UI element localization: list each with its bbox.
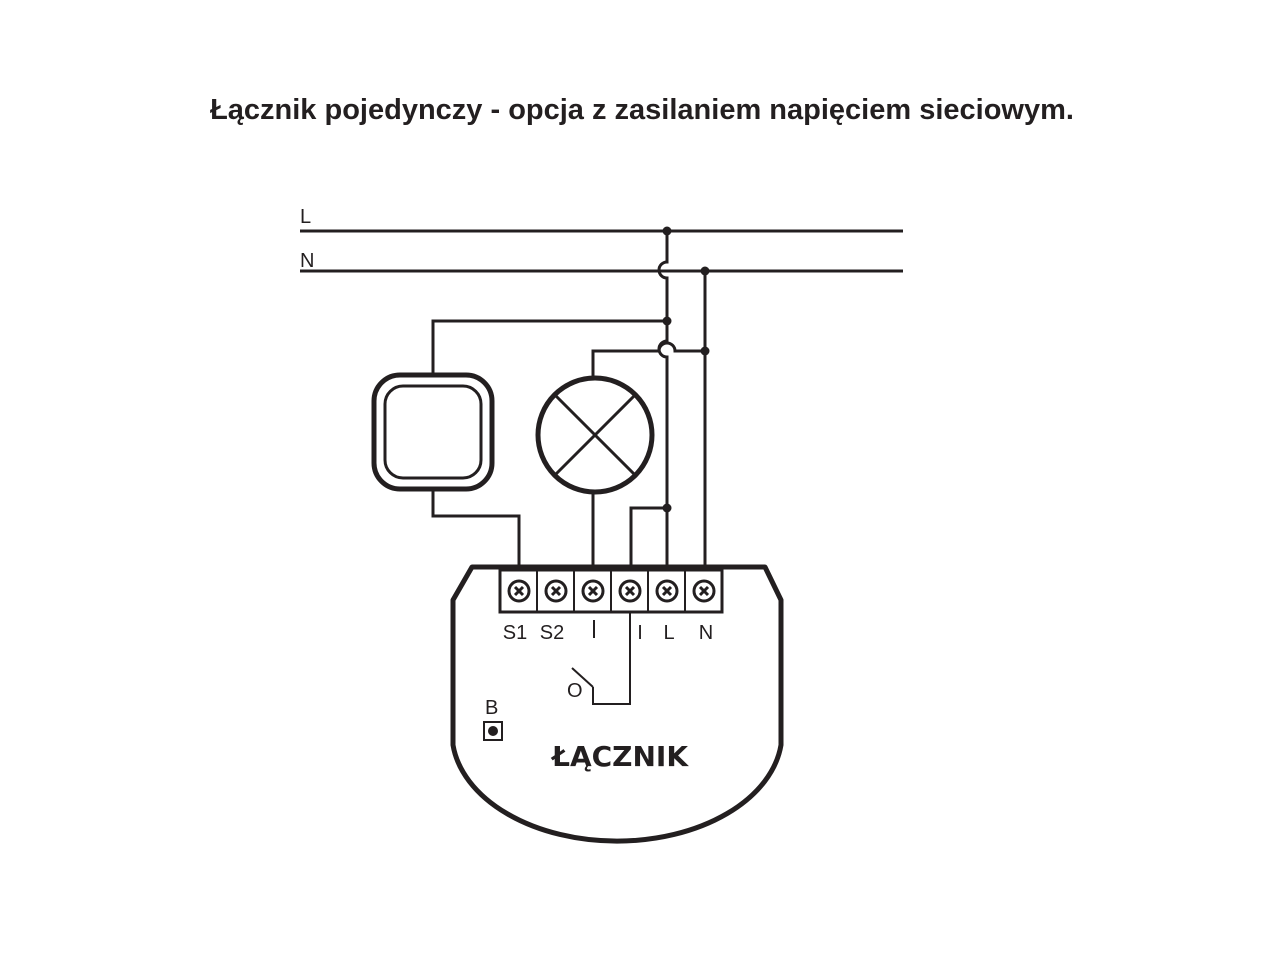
junction-dot (700, 266, 710, 276)
switch-return-wire (431, 488, 521, 570)
switch-feed-wire (431, 319, 667, 376)
button-label: B (485, 697, 498, 719)
terminal-block (498, 568, 724, 614)
wall-switch-icon (371, 372, 495, 492)
terminal-label-l: L (663, 622, 674, 644)
junction-dot (662, 316, 672, 326)
terminal-label-s1: S1 (503, 622, 527, 644)
relay-contact-icon (571, 612, 631, 705)
output-label: O (567, 680, 583, 702)
terminal-label-s2: S2 (540, 622, 564, 644)
terminal-screw-icon (507, 579, 531, 603)
junction-dots (662, 226, 710, 513)
terminal-screw-icon (544, 579, 568, 603)
terminal-screw-icon (655, 579, 679, 603)
lamp-neutral-wire (591, 341, 705, 378)
junction-dot (662, 503, 672, 513)
terminal-screw-icon (692, 579, 716, 603)
mains-lines: L N (300, 206, 903, 273)
terminal-screw-icon (581, 579, 605, 603)
live-input-wire (629, 506, 667, 570)
live-line-label: L (300, 206, 311, 228)
page-title: Łącznik pojedynczy - opcja z zasilaniem … (210, 94, 1074, 126)
junction-dot (700, 346, 710, 356)
lamp-icon (535, 375, 655, 495)
live-drop-wire (657, 231, 669, 570)
terminal-label-i: I (637, 622, 643, 644)
relay-module: S1 S2 I L N O B ŁĄCZNIK (450, 564, 784, 844)
junction-dot (662, 226, 672, 236)
device-label: ŁĄCZNIK (550, 740, 689, 773)
terminal-screw-icon (618, 579, 642, 603)
feeder-wires (431, 231, 707, 570)
service-button-icon (483, 721, 503, 741)
terminal-label-n: N (699, 622, 713, 644)
neutral-line-label: N (300, 250, 314, 272)
